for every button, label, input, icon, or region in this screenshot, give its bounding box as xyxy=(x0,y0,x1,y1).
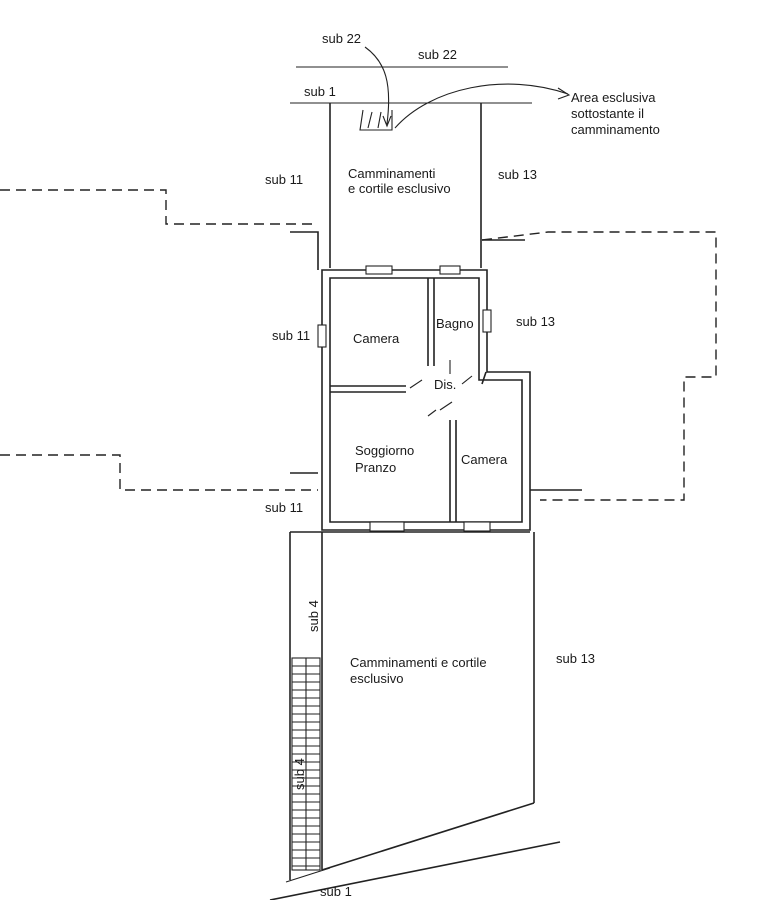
label-sub13-lower: sub 13 xyxy=(556,651,595,666)
label-area-line1: Area esclusiva xyxy=(571,90,656,105)
stair xyxy=(291,657,321,871)
label-sub13-upper: sub 13 xyxy=(498,167,537,182)
label-bagno: Bagno xyxy=(436,316,474,331)
dashed-outlines xyxy=(0,189,717,501)
house-walls xyxy=(321,269,531,531)
label-soggiorno-line1: Soggiorno xyxy=(355,443,414,458)
label-north-line1: Camminamenti xyxy=(348,166,436,181)
windows xyxy=(317,265,492,532)
label-sub4-upper: sub 4 xyxy=(306,600,321,632)
label-south-line2: esclusivo xyxy=(350,671,403,686)
north-courtyard xyxy=(329,103,482,268)
label-north-line2: e cortile esclusivo xyxy=(348,181,451,196)
label-dis: Dis. xyxy=(434,377,456,392)
label-area-line2: sottostante il xyxy=(571,106,644,121)
wall-stubs xyxy=(290,231,582,491)
label-sub22-top: sub 22 xyxy=(322,31,361,46)
label-sub11-upper: sub 11 xyxy=(265,172,303,187)
label-sub1-top: sub 1 xyxy=(304,84,336,99)
label-sub11-mid: sub 11 xyxy=(272,328,310,343)
leader-arrows xyxy=(364,46,571,129)
label-sub13-mid: sub 13 xyxy=(516,314,555,329)
label-south-line1: Camminamenti e cortile xyxy=(350,655,487,670)
label-sub11-lower: sub 11 xyxy=(265,500,303,515)
label-camera-left: Camera xyxy=(353,331,400,346)
label-sub22-right: sub 22 xyxy=(418,47,457,62)
label-soggiorno-line2: Pranzo xyxy=(355,460,396,475)
label-camera-right: Camera xyxy=(461,452,508,467)
south-courtyard xyxy=(269,531,561,900)
area-symbol xyxy=(359,109,393,131)
label-sub4-lower: sub 4 xyxy=(292,758,307,790)
label-area-line3: camminamento xyxy=(571,122,660,137)
label-sub1-bottom: sub 1 xyxy=(320,884,352,899)
